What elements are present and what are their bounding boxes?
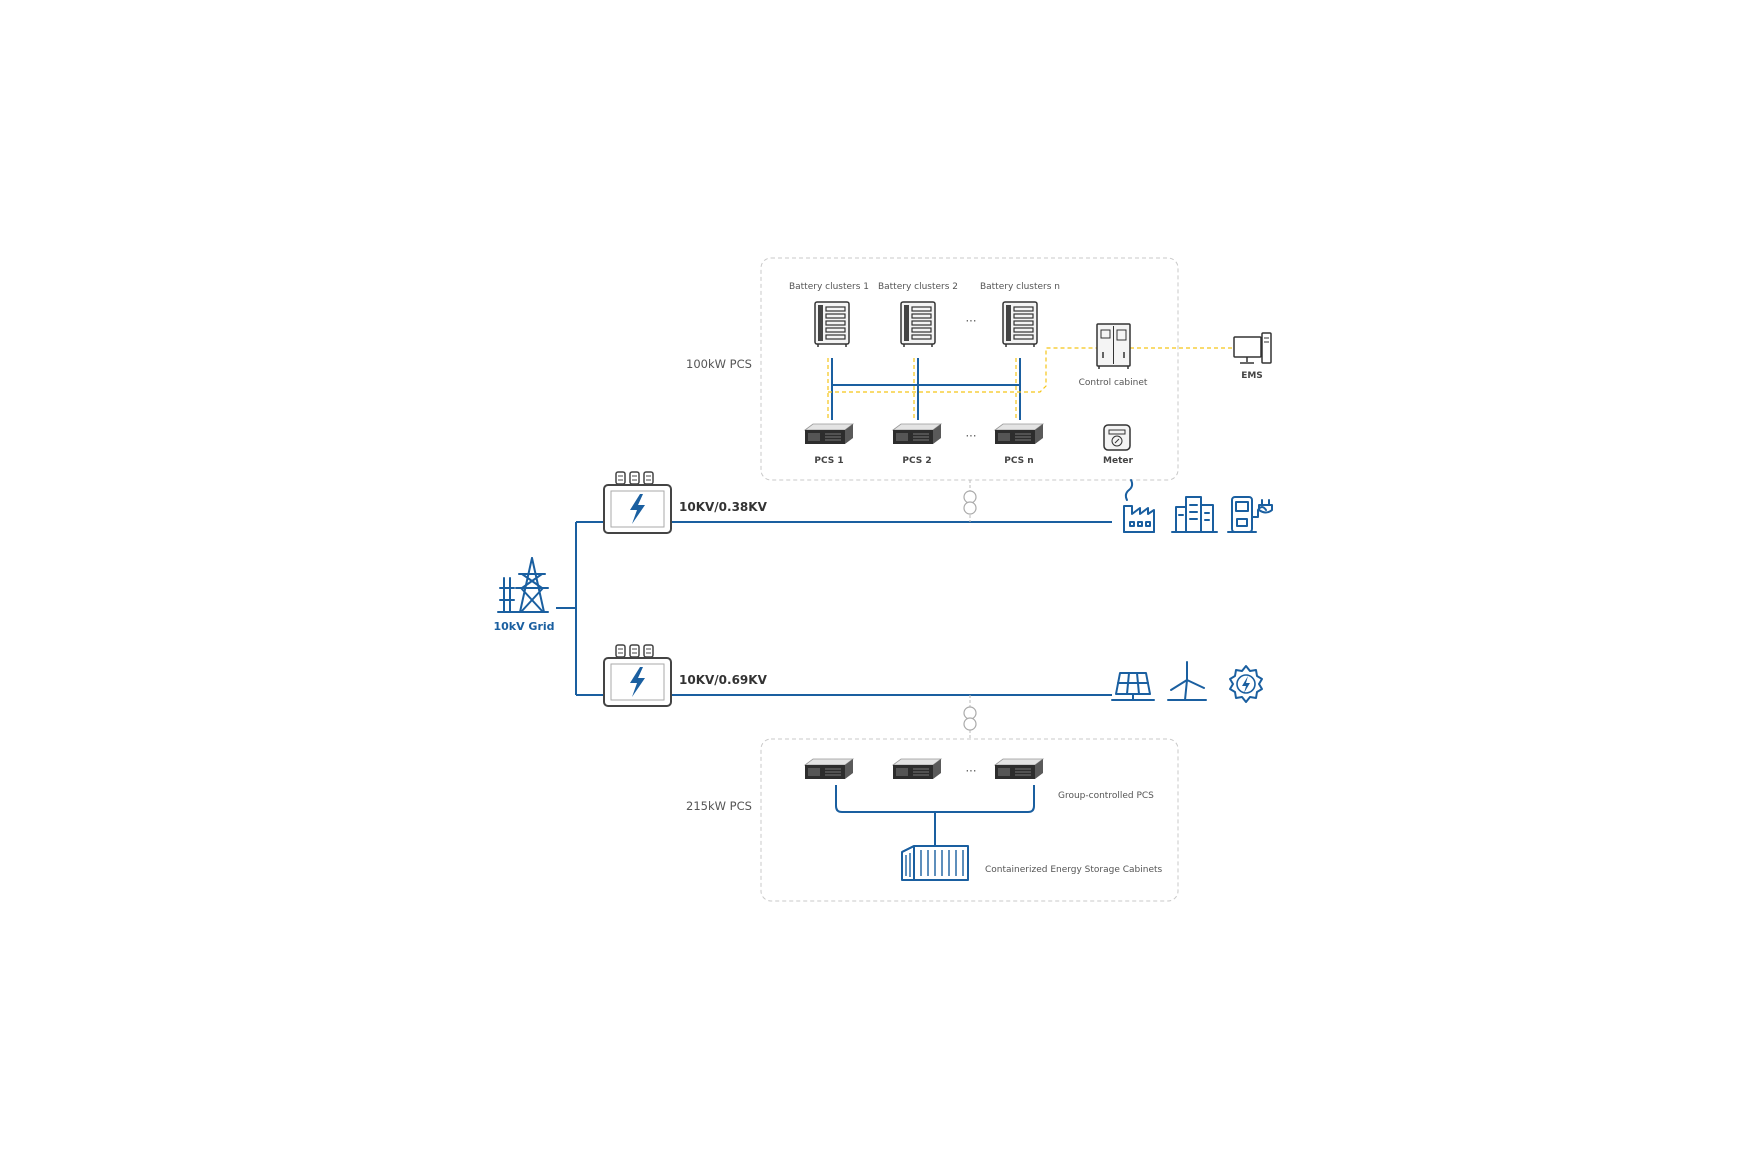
control-cabinet-label: Control cabinet bbox=[1079, 378, 1148, 388]
meter-label: Meter bbox=[1103, 456, 1133, 466]
grid-tower-icon bbox=[497, 557, 549, 613]
pcs-2-icon bbox=[892, 423, 942, 445]
pcs-n-label: PCS n bbox=[1004, 456, 1033, 466]
container-storage-icon bbox=[901, 845, 969, 881]
group-pcs-bus-line bbox=[835, 785, 1035, 813]
control-cabinet-icon bbox=[1096, 323, 1131, 369]
upper-coupling-transformer-icon bbox=[963, 480, 977, 522]
grid-label: 10kV Grid bbox=[493, 620, 554, 633]
container-label: Containerized Energy Storage Cabinets bbox=[985, 865, 1163, 875]
battery-cluster-n-label: Battery clusters n bbox=[980, 282, 1060, 292]
lower-system-box bbox=[760, 738, 1179, 902]
group-pcs-2-icon bbox=[892, 758, 942, 780]
group-pcs-1-icon bbox=[804, 758, 854, 780]
ev-charger-icon bbox=[1227, 496, 1273, 533]
transformer-lower-label: 10KV/0.69KV bbox=[679, 673, 768, 687]
battery-cluster-1-icon bbox=[814, 301, 850, 348]
wind-turbine-icon bbox=[1167, 661, 1207, 701]
battery-cluster-n-icon bbox=[1002, 301, 1038, 348]
pcs-n-icon bbox=[994, 423, 1044, 445]
group-pcs-ellipsis: ··· bbox=[966, 764, 977, 778]
lower-pcs-rating: 215kW PCS bbox=[686, 799, 752, 813]
solar-panel-icon bbox=[1111, 672, 1155, 701]
pcs-1-label: PCS 1 bbox=[814, 456, 843, 466]
pcs-1-icon bbox=[804, 423, 854, 445]
transformer-lower-icon bbox=[603, 644, 672, 707]
lower-coupling-transformer-icon bbox=[963, 695, 977, 739]
factory-icon bbox=[1123, 479, 1155, 533]
battery-cluster-1-label: Battery clusters 1 bbox=[789, 282, 869, 292]
pcs-2-label: PCS 2 bbox=[902, 456, 931, 466]
comm-bus-line bbox=[828, 347, 1100, 393]
pcs-ellipsis: ··· bbox=[966, 429, 977, 443]
meter-icon bbox=[1103, 424, 1131, 451]
power-generation-icon bbox=[1229, 665, 1263, 703]
building-icon bbox=[1171, 496, 1218, 533]
ems-computer-icon bbox=[1233, 332, 1272, 364]
battery-cluster-2-icon bbox=[900, 301, 936, 348]
battery-ellipsis: ··· bbox=[966, 314, 977, 328]
group-pcs-label: Group-controlled PCS bbox=[1058, 791, 1154, 801]
group-pcs-n-icon bbox=[994, 758, 1044, 780]
battery-cluster-2-label: Battery clusters 2 bbox=[878, 282, 958, 292]
transformer-upper-label: 10KV/0.38KV bbox=[679, 500, 768, 514]
ems-label: EMS bbox=[1241, 371, 1263, 381]
transformer-upper-icon bbox=[603, 471, 672, 534]
upper-pcs-rating: 100kW PCS bbox=[686, 357, 752, 371]
